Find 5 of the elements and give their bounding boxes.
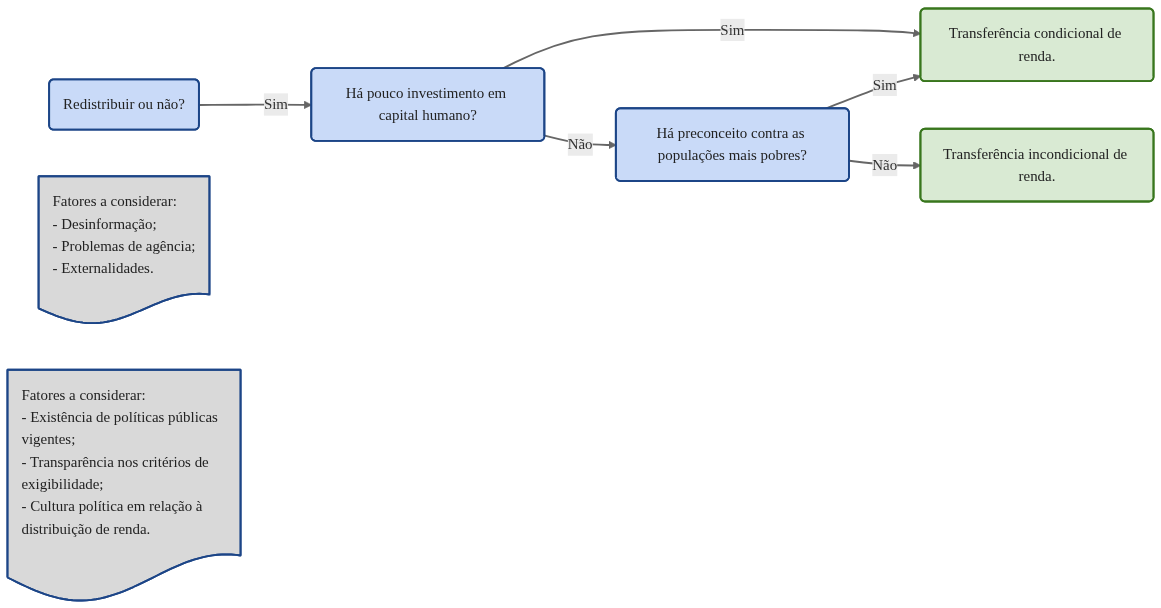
edge-label: Sim (872, 76, 897, 92)
edge-label: Não (872, 156, 898, 173)
edge-label: Não (567, 135, 593, 152)
edge-label: Sim (263, 95, 288, 112)
edge-label: Sim (720, 21, 745, 37)
